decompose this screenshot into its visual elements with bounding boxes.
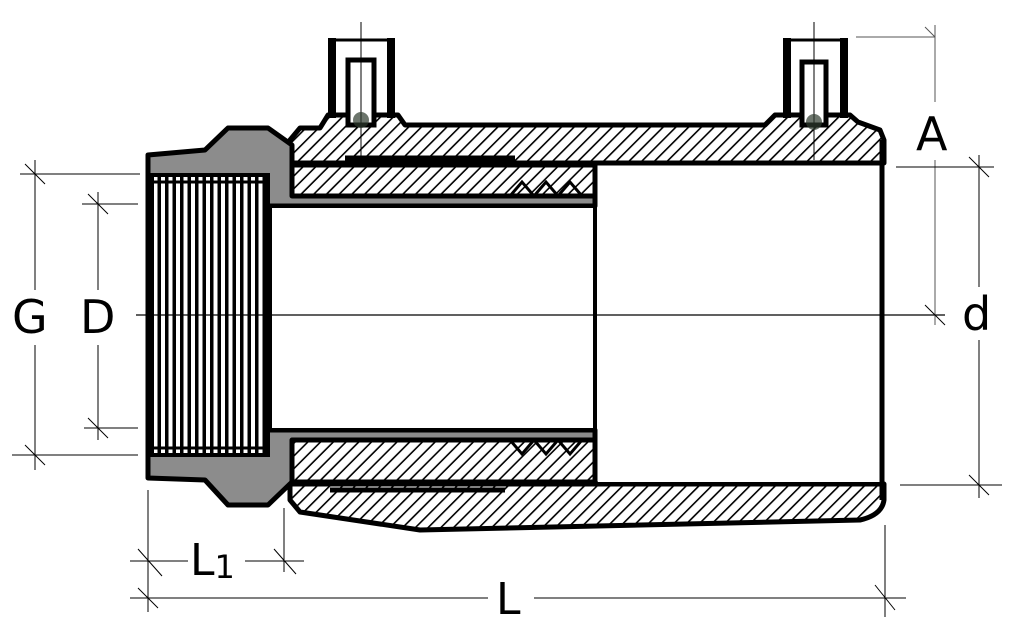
dimension-A: A xyxy=(856,25,948,326)
label-A: A xyxy=(916,107,948,161)
dimension-L: L xyxy=(130,525,906,625)
pe-body-bottom-inner xyxy=(287,437,598,485)
label-G: G xyxy=(12,290,48,344)
label-D: D xyxy=(80,290,115,344)
label-L: L xyxy=(496,574,521,625)
pe-body-bottom xyxy=(287,481,887,533)
terminal-left xyxy=(328,22,395,160)
dimension-G: G xyxy=(12,160,140,470)
dimension-L1: L1 xyxy=(130,490,304,612)
label-L1: L1 xyxy=(190,535,235,586)
dimension-d: d xyxy=(896,155,1002,498)
dimension-D: D xyxy=(80,192,138,440)
label-d: d xyxy=(962,287,991,341)
terminal-right xyxy=(783,22,848,160)
bore xyxy=(272,140,885,500)
